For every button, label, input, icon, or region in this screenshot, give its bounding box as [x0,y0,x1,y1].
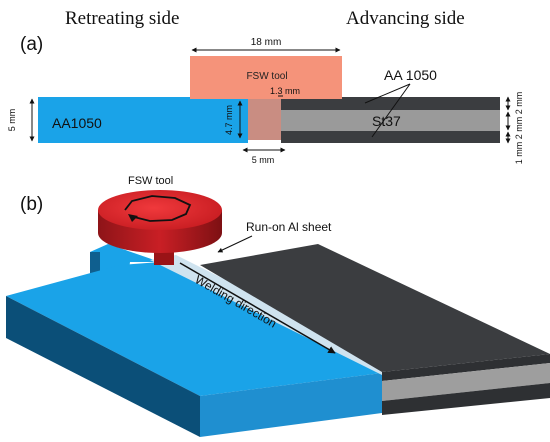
al-plate-front [200,373,382,437]
al-plate-top [6,262,382,396]
clad-leader-1 [364,83,411,104]
steel-mid-layer [281,110,500,131]
runon-leader [217,235,253,253]
panel-a-label: (a) [20,34,43,55]
steel-front-mid-layer [382,363,550,401]
tool-width-label: 18 mm [251,37,282,48]
al-plate-left [6,296,200,437]
weld-seam-strip [150,255,382,375]
rotation-arrowhead-icon [128,214,138,222]
runon-label: Run-on Al sheet [246,220,332,234]
rotation-arrow-icon [124,195,192,222]
fsw-tool-shoulder [190,56,342,99]
clad-label: AA 1050 [384,67,437,83]
offset-height-label: 4.7 mm [224,105,234,135]
advancing-side-heading: Advancing side [346,8,465,29]
fsw-tool-label-a: FSW tool [246,71,287,82]
steel-front-bottom-layer [382,383,550,415]
welding-direction-arrow [179,262,336,354]
steel-label: St37 [372,113,401,129]
offset-width-label: 5 mm [252,155,275,165]
retreating-side-heading: Retreating side [65,8,180,29]
clad-leader-2 [371,83,411,138]
gap-label: 1.3 mm [270,86,300,96]
steel-top-layer [281,97,500,110]
steel-bottom-layer [281,131,500,143]
al-sheet-section [38,97,248,143]
steel-front-top-layer [382,354,550,381]
panel-b-label: (b) [20,194,43,215]
tool-pin-region [248,99,281,140]
al-thickness-label: 5 mm [7,109,17,132]
fsw-tool-label-b: FSW tool [128,175,173,187]
steel-plate-top [200,244,550,372]
runon-tab-side [90,252,100,277]
layer-thickness-label: 1 mm 2 mm 2 mm [514,92,524,165]
tool-body-top [98,190,222,230]
al-label: AA1050 [52,115,102,131]
